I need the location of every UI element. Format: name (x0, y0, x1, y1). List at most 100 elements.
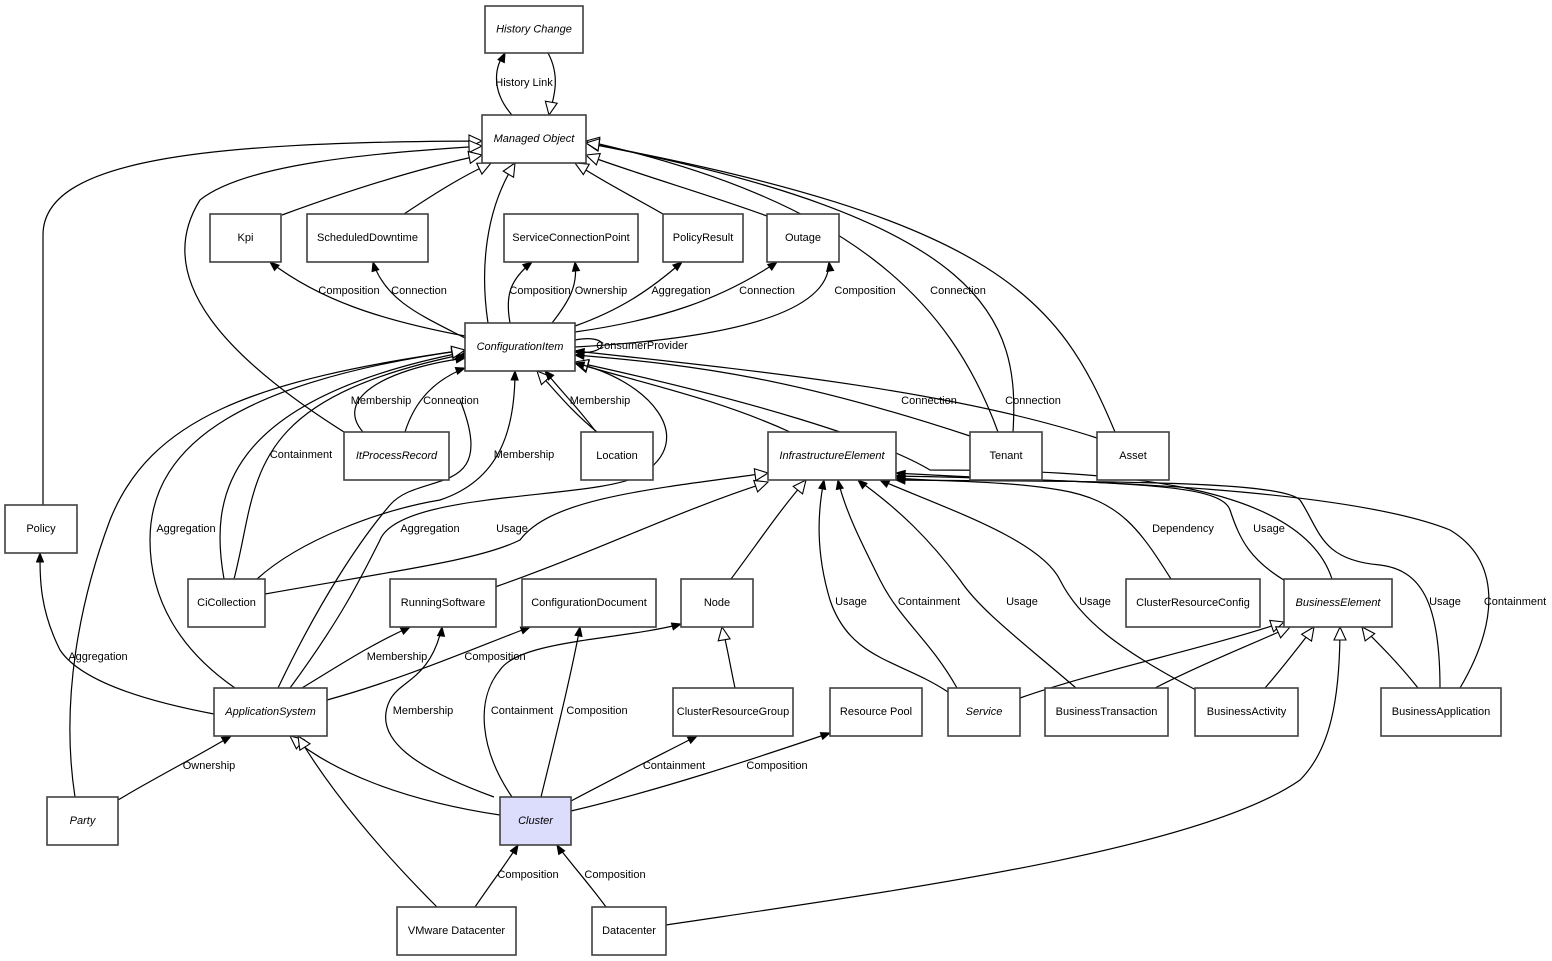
class-node-business-transaction[interactable]: BusinessTransaction (1044, 687, 1169, 737)
node-label: Tenant (989, 450, 1022, 462)
inheritance-edge[interactable] (573, 358, 1333, 580)
inheritance-edge[interactable] (484, 161, 516, 324)
association-edge[interactable] (507, 261, 534, 324)
edge-line (730, 479, 807, 580)
association-edge[interactable] (289, 361, 668, 689)
association-edge[interactable] (570, 732, 832, 812)
class-node-business-application[interactable]: BusinessApplication (1380, 687, 1502, 737)
association-edge[interactable] (556, 843, 607, 908)
inheritance-edge[interactable] (573, 162, 664, 215)
class-node-managed-object[interactable]: Managed Object (481, 114, 587, 164)
class-node-cluster-resource-group[interactable]: ClusterResourceGroup (672, 687, 794, 737)
class-node-business-activity[interactable]: BusinessActivity (1194, 687, 1299, 737)
edge-line (574, 354, 971, 437)
node-box (680, 578, 754, 628)
inheritance-edge[interactable] (288, 735, 501, 816)
class-node-policy[interactable]: Policy (4, 504, 78, 554)
filled-arrowhead-icon (573, 361, 586, 370)
class-node-cluster[interactable]: Cluster (499, 796, 572, 846)
inheritance-edge[interactable] (1019, 619, 1286, 699)
inheritance-edge[interactable] (494, 479, 770, 588)
class-node-outage[interactable]: Outage (766, 213, 840, 263)
class-node-policy-result[interactable]: PolicyResult (662, 213, 744, 263)
association-edge[interactable] (540, 625, 583, 798)
class-node-service[interactable]: Service (947, 687, 1021, 737)
node-box (766, 213, 840, 263)
class-node-application-system[interactable]: ApplicationSystem (213, 687, 328, 737)
edge-label: Usage (496, 523, 528, 535)
inheritance-edge[interactable] (69, 345, 467, 798)
inheritance-edge[interactable] (281, 150, 484, 216)
class-node-tenant[interactable]: Tenant (969, 431, 1043, 481)
association-edge[interactable] (574, 261, 779, 333)
filled-arrowhead-icon (826, 260, 835, 272)
association-edge[interactable] (544, 369, 597, 433)
association-edge[interactable] (35, 551, 215, 715)
class-node-history-change[interactable]: History Change (484, 5, 584, 54)
class-node-infrastructure-element[interactable]: InfrastructureElement (767, 431, 897, 481)
association-edge[interactable] (551, 260, 581, 324)
class-node-it-process-record[interactable]: ItProcessRecord (343, 431, 450, 481)
association-edge[interactable] (117, 735, 233, 801)
association-edge[interactable] (894, 472, 1490, 689)
inheritance-edge[interactable] (584, 152, 768, 217)
association-edge[interactable] (574, 261, 684, 327)
association-edge[interactable] (894, 474, 1172, 580)
inheritance-edge[interactable] (1264, 625, 1315, 689)
filled-arrowhead-icon (544, 369, 555, 381)
edge-label: Composition (509, 285, 570, 297)
association-edge[interactable] (326, 626, 532, 701)
association-edge[interactable] (835, 478, 958, 689)
association-edge[interactable] (856, 479, 1077, 689)
association-edge[interactable] (574, 260, 835, 348)
inheritance-edge[interactable] (717, 625, 736, 689)
inheritance-edge[interactable] (665, 625, 1347, 926)
class-node-datacenter[interactable]: Datacenter (591, 906, 667, 956)
inheritance-edge[interactable] (584, 137, 1116, 433)
class-node-resource-pool[interactable]: Resource Pool (829, 687, 923, 737)
inheritance-edge[interactable] (297, 734, 438, 908)
association-edge[interactable] (817, 478, 949, 693)
association-edge[interactable] (384, 625, 495, 798)
class-node-party[interactable]: Party (46, 796, 119, 846)
association-edge[interactable] (371, 260, 466, 339)
class-node-scheduled-downtime[interactable]: ScheduledDowntime (306, 213, 429, 263)
class-node-business-element[interactable]: BusinessElement (1283, 578, 1393, 628)
edge-label: Membership (351, 395, 412, 407)
association-edge[interactable] (268, 261, 466, 337)
inheritance-edge[interactable] (544, 52, 559, 117)
class-node-running-software[interactable]: RunningSoftware (389, 578, 497, 628)
node-label: BusinessElement (1296, 597, 1382, 609)
association-edge[interactable] (404, 366, 467, 433)
association-edge[interactable] (894, 469, 1288, 583)
class-node-location[interactable]: Location (580, 431, 654, 481)
class-node-cluster-resource-config[interactable]: ClusterResourceConfig (1125, 578, 1261, 628)
class-node-configuration-document[interactable]: ConfigurationDocument (521, 578, 657, 628)
association-edge[interactable] (495, 51, 513, 116)
inheritance-edge[interactable] (1361, 625, 1419, 689)
inheritance-edge[interactable] (1154, 626, 1292, 689)
association-edge[interactable] (573, 347, 1098, 439)
class-node-kpi[interactable]: Kpi (209, 213, 282, 263)
class-node-ci-collection[interactable]: CiCollection (187, 578, 266, 628)
class-node-vmware-datacenter[interactable]: VMware Datacenter (396, 906, 517, 956)
association-edge[interactable] (570, 735, 699, 802)
class-node-node[interactable]: Node (680, 578, 754, 628)
inheritance-edge[interactable] (730, 478, 807, 580)
inheritance-edge[interactable] (264, 467, 770, 595)
association-edge[interactable] (256, 369, 519, 580)
association-edge[interactable] (474, 843, 519, 908)
edge-line (540, 626, 581, 798)
association-edge[interactable] (483, 622, 683, 798)
edge-line (895, 472, 1288, 583)
class-node-configuration-item[interactable]: ConfigurationItem (464, 322, 576, 372)
inheritance-edge[interactable] (184, 139, 484, 433)
edge-line (117, 735, 232, 801)
hollow-arrowhead-icon (752, 479, 770, 493)
association-edge[interactable] (149, 347, 467, 689)
inheritance-edge[interactable] (536, 370, 598, 433)
class-node-service-connection-point[interactable]: ServiceConnectionPoint (503, 213, 639, 263)
edge-label: Membership (570, 395, 631, 407)
class-node-asset[interactable]: Asset (1096, 431, 1170, 481)
node-label: ClusterResourceGroup (677, 706, 790, 718)
